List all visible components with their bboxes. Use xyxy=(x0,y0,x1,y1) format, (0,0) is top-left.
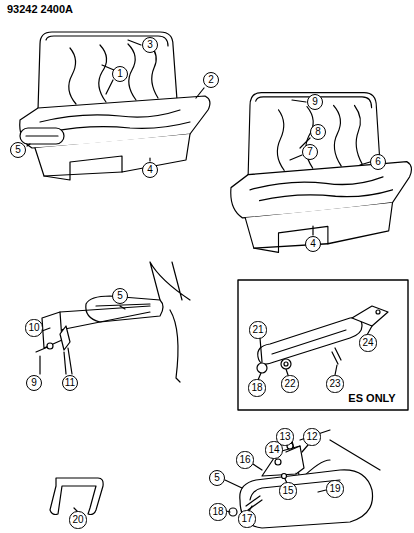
callout-number: 8 xyxy=(310,124,326,140)
callout-number: 10 xyxy=(25,319,42,336)
callout-number: 9 xyxy=(307,94,323,110)
note-label: 93242 2400A xyxy=(6,3,74,16)
callout-number: 12 xyxy=(303,428,320,445)
callout-number: 18 xyxy=(209,503,226,520)
callout-number: 17 xyxy=(238,510,255,527)
callout-number: 3 xyxy=(142,37,158,53)
note-label: ES ONLY xyxy=(347,392,396,405)
callout-number: 4 xyxy=(305,236,321,252)
callout-number: 16 xyxy=(236,451,253,468)
callout-number: 15 xyxy=(279,482,296,499)
callout-number: 5 xyxy=(209,470,225,486)
callout-number: 6 xyxy=(370,154,386,170)
callout-number: 5 xyxy=(112,288,128,304)
callout-number: 19 xyxy=(326,480,343,497)
callout-number: 7 xyxy=(302,144,318,160)
callout-number: 5 xyxy=(10,142,26,158)
callout-number: 2 xyxy=(203,72,219,88)
callout-number: 23 xyxy=(326,375,343,392)
callout-number: 9 xyxy=(26,375,42,391)
callout-number: 18 xyxy=(248,379,265,396)
callout-number: 11 xyxy=(62,375,78,391)
callout-number: 20 xyxy=(69,511,86,528)
callout-number: 14 xyxy=(265,441,282,458)
callout-number: 1 xyxy=(112,66,128,82)
callout-number: 21 xyxy=(249,321,266,338)
callout-number: 22 xyxy=(281,375,298,392)
callout-number: 4 xyxy=(142,162,158,178)
callout-number: 24 xyxy=(359,334,376,351)
